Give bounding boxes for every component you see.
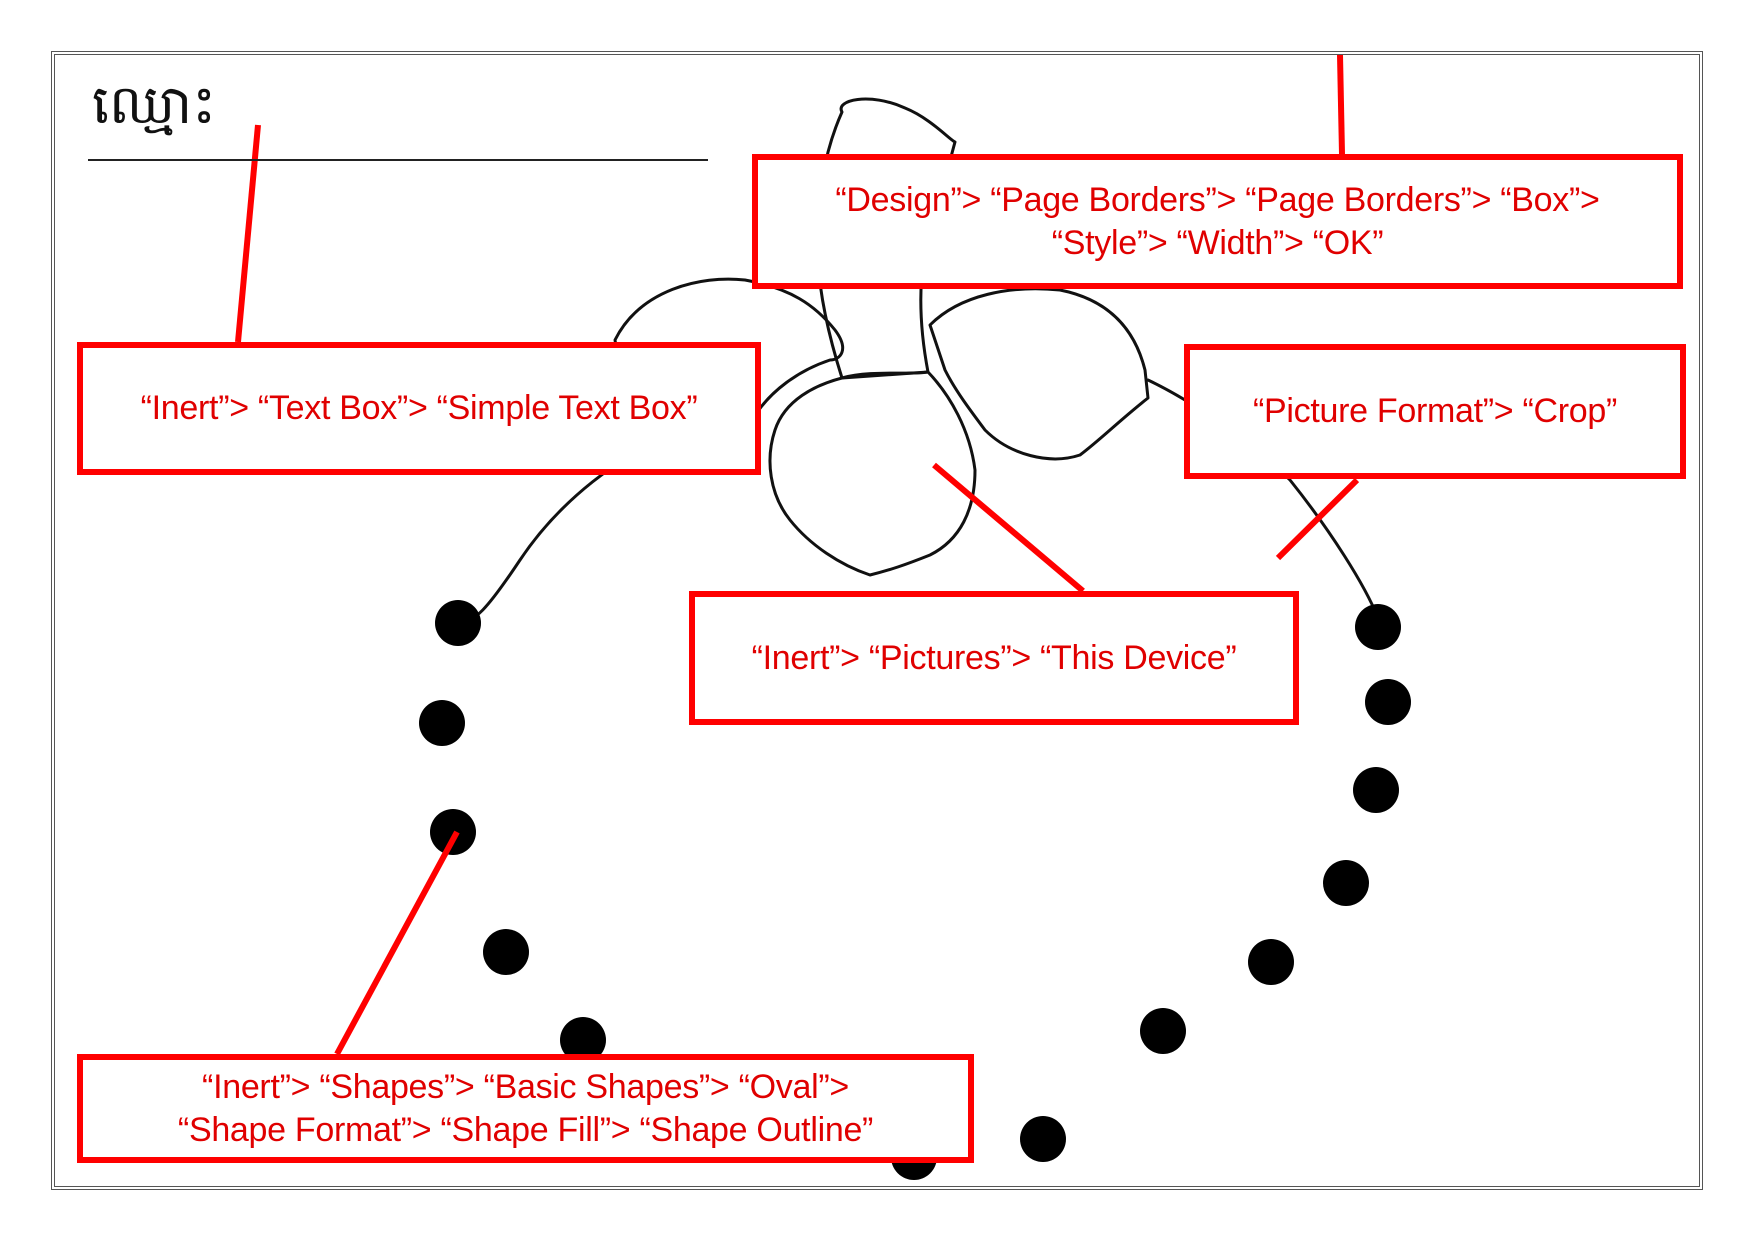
dot — [483, 929, 529, 975]
leader-line-text-box — [235, 124, 261, 343]
callout-pictures: “Inert”> “Pictures”> “This Device” — [689, 591, 1299, 725]
dot — [560, 1017, 606, 1063]
dot — [1353, 767, 1399, 813]
leader-line-shapes — [334, 830, 460, 1056]
dot — [435, 600, 481, 646]
callout-pictures-line1: “Inert”> “Pictures”> “This Device” — [751, 638, 1237, 677]
callout-shapes-line1: “Inert”> “Shapes”> “Basic Shapes”> “Oval… — [202, 1068, 849, 1106]
callout-page-borders: “Design”> “Page Borders”> “Page Borders”… — [752, 154, 1683, 289]
flower-bulb — [768, 370, 977, 577]
leader-line-pictures — [932, 462, 1085, 594]
page-border — [51, 51, 1703, 1190]
dot — [430, 809, 476, 855]
callout-page-borders-line1: “Design”> “Page Borders”> “Page Borders”… — [835, 181, 1600, 219]
callout-text-box: “Inert”> “Text Box”> “Simple Text Box” — [77, 342, 761, 475]
dot — [1140, 1008, 1186, 1054]
leader-line-crop — [1275, 477, 1360, 561]
dot — [1248, 939, 1294, 985]
callout-crop: “Picture Format”> “Crop” — [1184, 344, 1686, 479]
flower-petal-right — [928, 287, 1150, 461]
dot — [1020, 1116, 1066, 1162]
dot — [1365, 679, 1411, 725]
callout-crop-line1: “Picture Format”> “Crop” — [1252, 392, 1618, 431]
callout-shapes-line2: “Shape Format”> “Shape Fill”> “Shape Out… — [177, 1110, 874, 1149]
dot — [1323, 860, 1369, 906]
name-label: ឈ្មោះ — [92, 73, 216, 136]
callout-page-borders-line2: “Style”> “Width”> “OK” — [1051, 223, 1384, 262]
callout-text-box-line1: “Inert”> “Text Box”> “Simple Text Box” — [140, 389, 698, 428]
dot — [419, 700, 465, 746]
leader-line-page-borders — [1337, 54, 1345, 155]
name-underline — [88, 159, 708, 161]
dot — [1355, 604, 1401, 650]
callout-shapes: “Inert”> “Shapes”> “Basic Shapes”> “Oval… — [77, 1054, 974, 1163]
